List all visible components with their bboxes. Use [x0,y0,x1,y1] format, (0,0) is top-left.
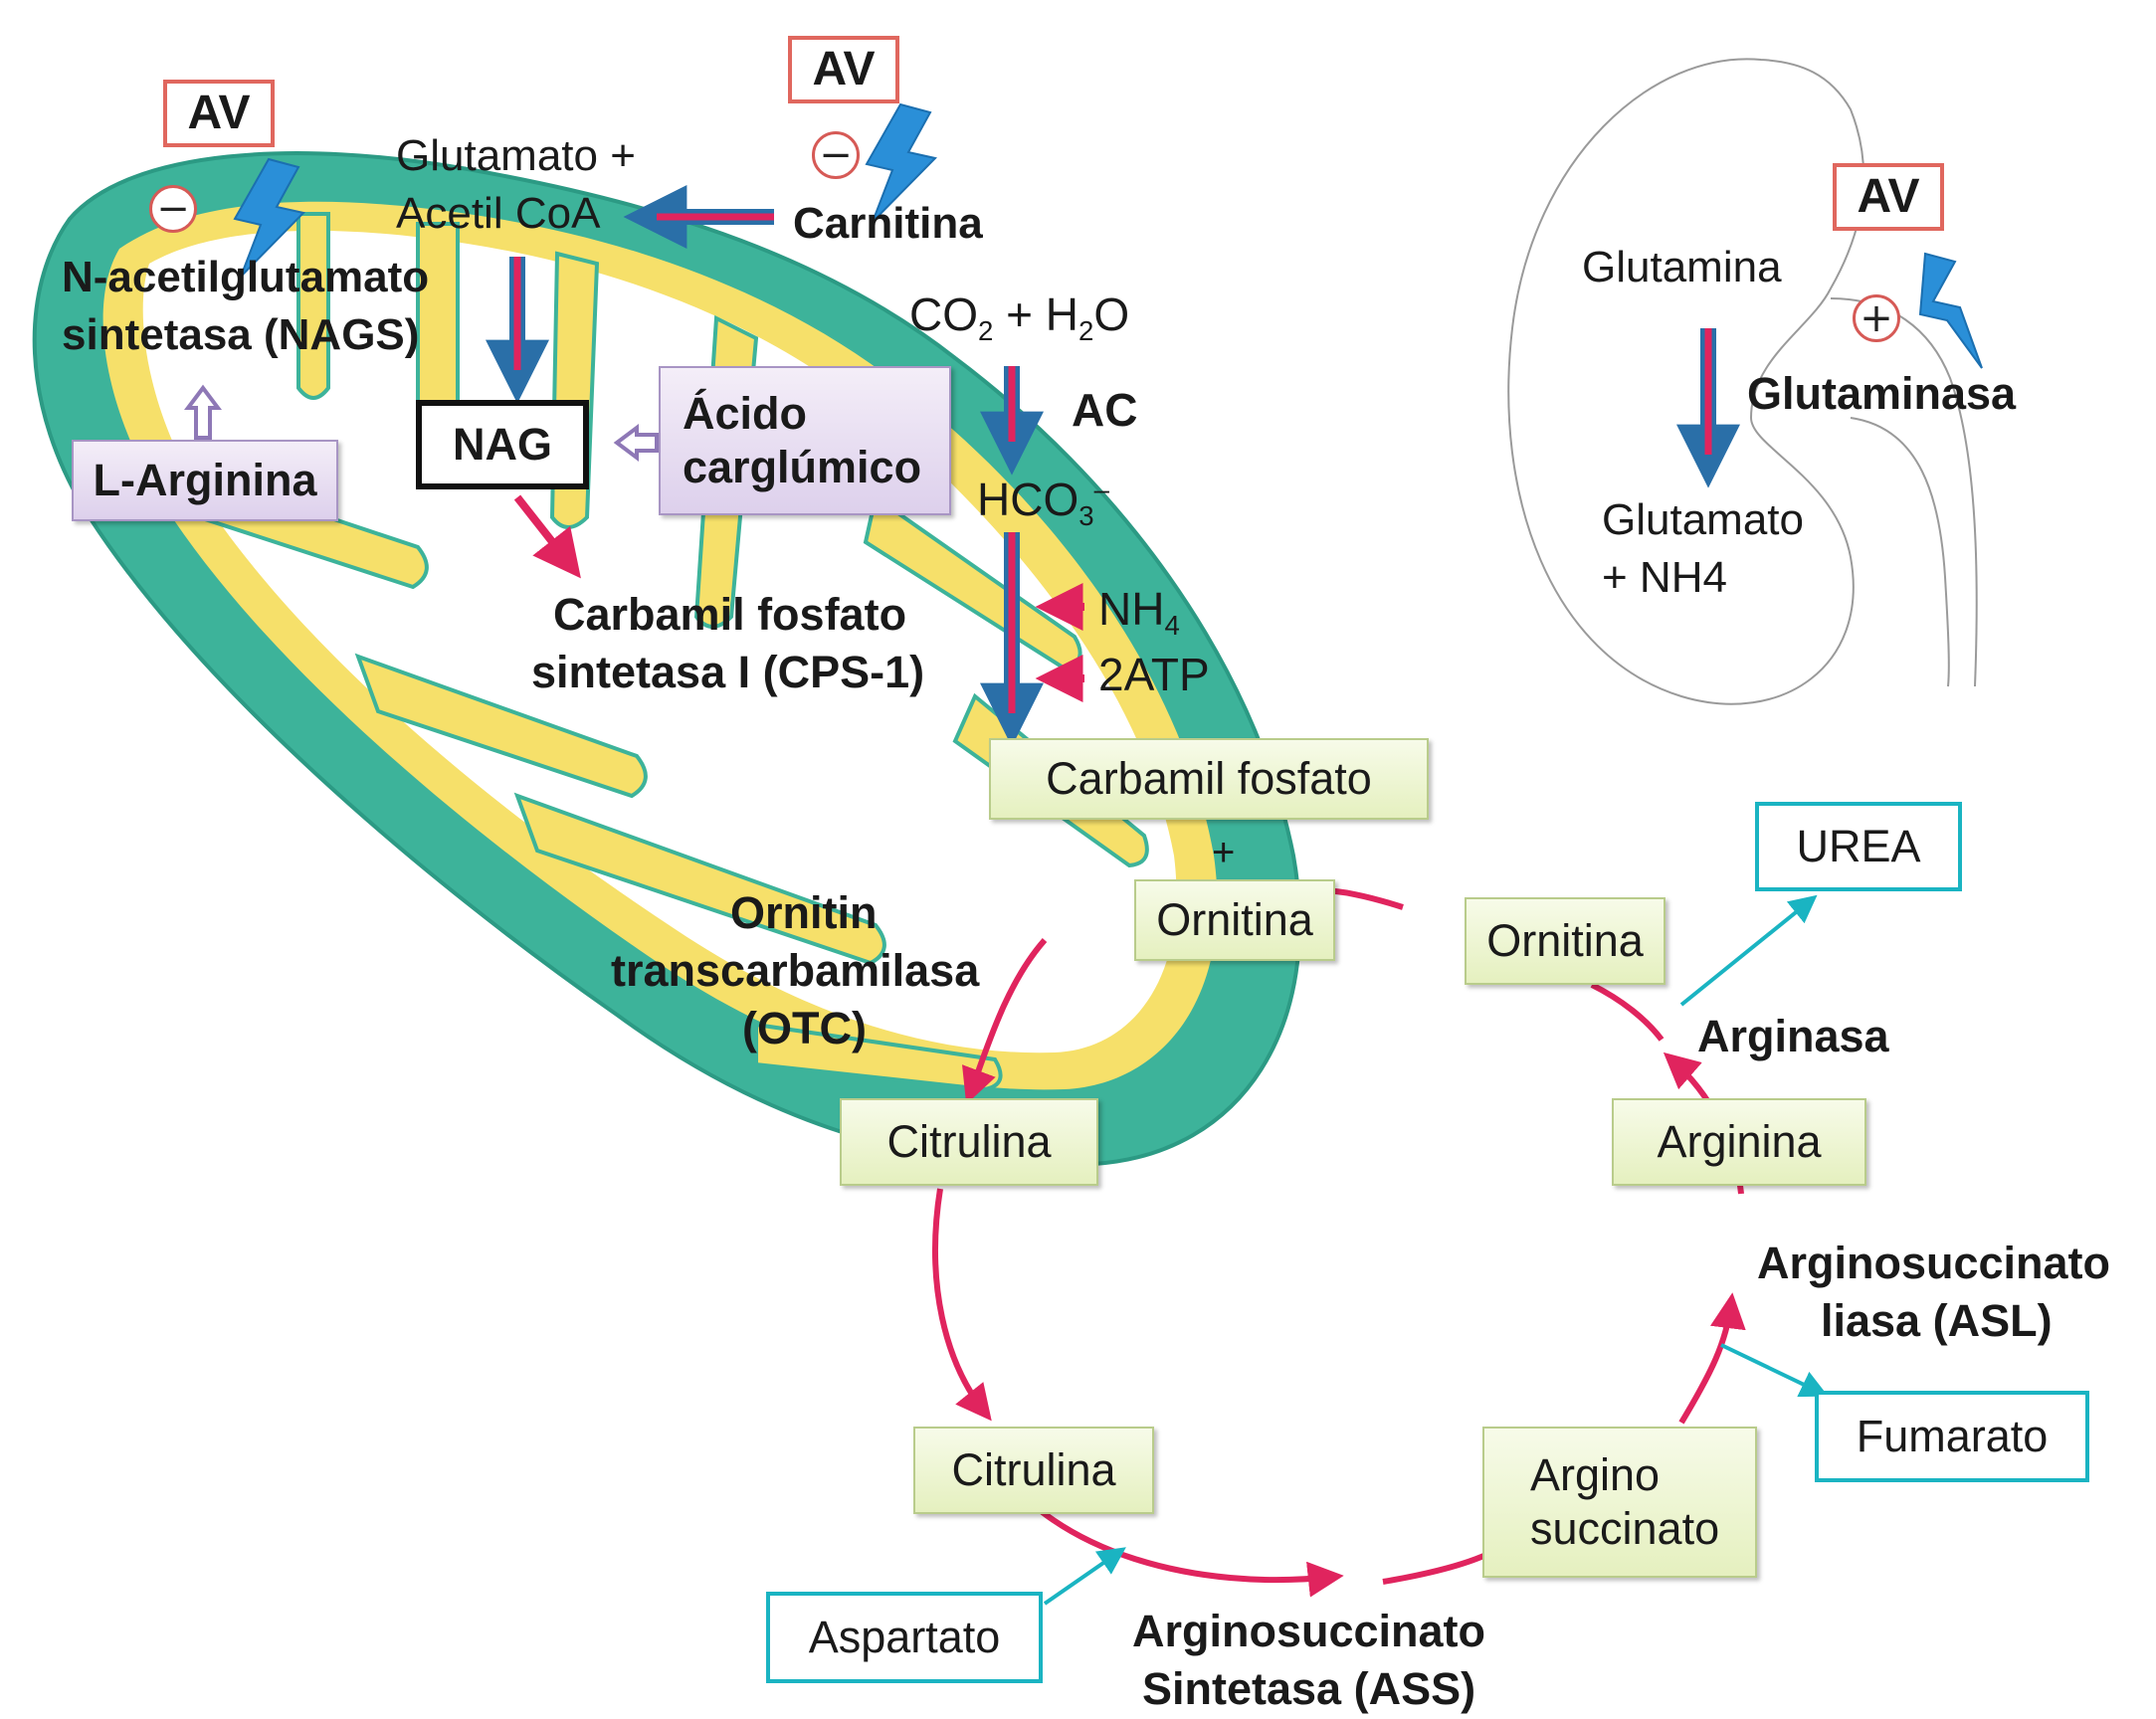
citrulina-mito-box: Citrulina [840,1098,1098,1186]
activate-sign-glutaminasa: + [1853,294,1900,342]
lightning-icon [1918,252,1983,369]
lightning-icon [233,157,305,278]
av-label: AV [1857,170,1920,224]
inhibit-sign-carnitina: − [812,131,860,179]
asl-label-line-1: Arginosuccinato [1757,1238,2111,1288]
carbamil-fosfato-label: Carbamil fosfato [1046,753,1372,804]
urea-label: UREA [1796,821,1921,871]
av-box-carnitina: AV [788,36,899,103]
ornitina-cyto-box: Ornitina [1465,897,1666,985]
nag-box: NAG [416,400,589,489]
mito-pathway-arrows [486,185,1740,747]
fumarato-label: Fumarato [1856,1411,2049,1461]
citrulina-label: Citrulina [951,1444,1116,1495]
cyan-arrows [1043,894,1829,1606]
citrulina-label: Citrulina [886,1116,1052,1167]
acido-label-line-2: carglúmico [683,442,922,492]
atp-label: 2ATP [1098,649,1210,700]
carnitina-label: Carnitina [793,199,983,248]
carbamil-fosfato-box: Carbamil fosfato [989,738,1429,820]
ornitina-mito-box: Ornitina [1134,879,1335,961]
arginasa-label: Arginasa [1697,1011,1889,1061]
ornitina-label: Ornitina [1156,894,1313,945]
argininosuccinato-box: Argino succinato [1482,1427,1757,1578]
plus-label: + [1212,831,1236,874]
acido-carglumico-box: Ácido carglúmico [659,366,951,515]
glutamato-nh4-line-1: Glutamato [1602,495,1804,544]
glutamato-acetil-line-1: Glutamato + [396,131,636,180]
ass-label-line-1: Arginosuccinato [1132,1606,1486,1656]
ornitina-label: Ornitina [1486,915,1644,966]
av-label: AV [187,87,251,140]
argino-label-line-2: succinato [1530,1503,1720,1554]
ac-label: AC [1072,384,1138,436]
plus-icon: + [1860,295,1893,341]
glutaminasa-label: Glutaminasa [1747,368,2017,419]
arginina-label: Arginina [1657,1116,1822,1167]
cps-label-line-1: Carbamil fosfato [553,589,907,640]
glutamina-label: Glutamina [1582,243,1782,291]
nags-label-line-2: sintetasa (NAGS) [62,310,420,359]
arginina-box: Arginina [1612,1098,1866,1186]
aspartato-box: Aspartato [766,1592,1043,1683]
av-box-glutaminasa: AV [1833,163,1944,231]
glutamato-nh4-line-2: + NH4 [1602,553,1727,602]
av-label: AV [812,43,876,96]
minus-icon: − [819,132,853,178]
otc-label-line-1: Ornitin [730,887,878,938]
glutamato-acetil-line-2: Acetil CoA [396,189,601,238]
co2-h2o-label: CO2 + H2O [909,288,1130,347]
argino-label-line-1: Argino [1530,1449,1661,1500]
inhibit-sign-nags: − [149,185,197,233]
l-arginina-box: L-Arginina [72,440,338,521]
asl-label-line-2: liasa (ASL) [1821,1295,2053,1346]
lightning-icons [233,102,1983,369]
lavender-arrows [184,384,659,462]
cps-label-line-2: sintetasa I (CPS-1) [531,647,925,697]
otc-label-line-3: (OTC) [742,1003,867,1053]
fumarato-box: Fumarato [1815,1391,2089,1482]
lightning-icon [865,102,937,223]
aspartato-label: Aspartato [808,1612,1001,1662]
minus-icon: − [156,186,190,232]
otc-label-line-2: transcarbamilasa [611,945,980,996]
citrulina-cyto-box: Citrulina [913,1427,1154,1514]
l-arginina-label: L-Arginina [93,455,317,505]
acido-label-line-1: Ácido [683,388,808,439]
av-box-nags: AV [163,80,275,147]
nag-label: NAG [453,419,552,470]
nags-label-line-1: N-acetilglutamato [62,253,430,301]
nh4-label: NH4 [1098,583,1180,642]
hco3-label: HCO3– [977,474,1109,532]
urea-box: UREA [1755,802,1962,891]
ass-label-line-2: Sintetasa (ASS) [1142,1663,1476,1714]
